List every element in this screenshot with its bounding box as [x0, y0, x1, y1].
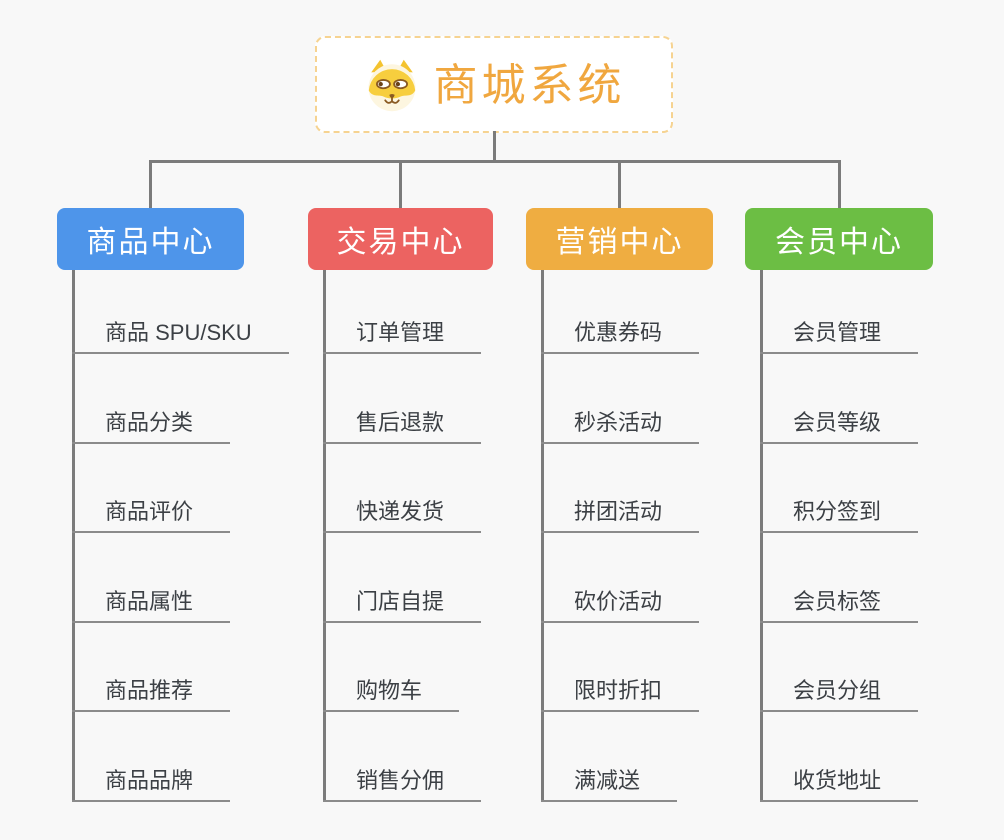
dog-face-icon: [368, 59, 415, 111]
branch-label: 会员中心: [775, 226, 903, 259]
child-topic[interactable]: 商品属性: [72, 586, 231, 623]
child-topic[interactable]: 商品品牌: [72, 765, 231, 802]
branch-node-1[interactable]: 商品中心: [57, 208, 244, 270]
connector-branch-drop: [837, 160, 841, 208]
connector-root-stub: [493, 131, 496, 161]
child-topic[interactable]: 售后退款: [323, 407, 482, 444]
branch-node-3[interactable]: 营销中心: [526, 208, 713, 270]
branch-label: 营销中心: [555, 226, 684, 259]
connector-child-spine: [541, 270, 544, 802]
child-topic[interactable]: 会员标签: [760, 586, 919, 623]
child-topic[interactable]: 满减送: [541, 765, 678, 802]
connector-child-spine: [72, 270, 75, 802]
branch-label: 商品中心: [86, 226, 215, 259]
child-topic[interactable]: 销售分佣: [323, 765, 482, 802]
child-topic[interactable]: 优惠券码: [541, 317, 700, 354]
child-topic[interactable]: 商品分类: [72, 407, 231, 444]
child-topic[interactable]: 砍价活动: [541, 586, 700, 623]
child-topic[interactable]: 快递发货: [323, 496, 482, 533]
connector-branch-drop: [399, 160, 402, 208]
child-topic[interactable]: 会员等级: [760, 407, 919, 444]
child-topic[interactable]: 购物车: [323, 675, 460, 712]
child-topic[interactable]: 收货地址: [760, 765, 919, 802]
child-topic[interactable]: 会员分组: [760, 675, 919, 712]
connector-child-spine: [760, 270, 763, 802]
child-topic[interactable]: 门店自提: [323, 586, 482, 623]
child-topic[interactable]: 商品评价: [72, 496, 231, 533]
connector-branch-bar: [149, 160, 840, 163]
child-topic[interactable]: 会员管理: [760, 317, 919, 354]
child-topic[interactable]: 限时折扣: [541, 675, 700, 712]
root-node[interactable]: 商城系统: [315, 36, 673, 133]
connector-child-spine: [323, 270, 326, 802]
connector-branch-drop: [149, 160, 152, 208]
child-topic[interactable]: 商品 SPU/SKU: [72, 317, 289, 354]
branch-node-4[interactable]: 会员中心: [745, 208, 933, 270]
child-topic[interactable]: 拼团活动: [541, 496, 700, 533]
root-title: 商城系统: [433, 60, 626, 110]
branch-label: 交易中心: [336, 226, 465, 259]
connector-branch-drop: [618, 160, 621, 208]
child-topic[interactable]: 订单管理: [323, 317, 482, 354]
child-topic[interactable]: 秒杀活动: [541, 407, 700, 444]
child-topic[interactable]: 商品推荐: [72, 675, 231, 712]
child-topic[interactable]: 积分签到: [760, 496, 919, 533]
branch-node-2[interactable]: 交易中心: [308, 208, 493, 270]
